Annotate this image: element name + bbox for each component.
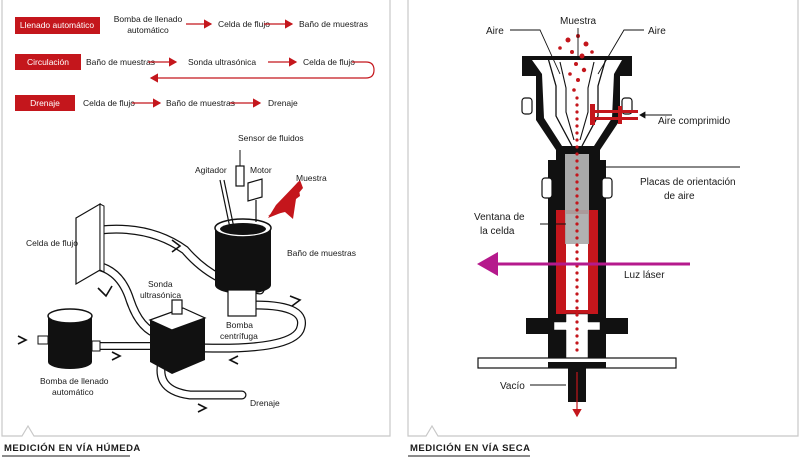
label-comprimido: Aire comprimido (658, 116, 731, 127)
label-agitador: Agitador (195, 165, 227, 175)
particle-dot (575, 96, 579, 100)
particle-dot (575, 250, 579, 254)
tag-drenaje-label: Drenaje (30, 98, 60, 108)
particle-dot (575, 110, 579, 114)
particle-dot (575, 117, 579, 121)
particle-dot (575, 159, 579, 163)
label-drenaje: Drenaje (250, 398, 280, 408)
step-drenaje: Drenaje Celda de flujo Baño de muestras … (15, 95, 298, 111)
label-ventana-2: la celda (480, 226, 515, 237)
left-panel: MEDICIÓN EN VÍA HÚMEDA (1, 0, 391, 457)
label-ventana-1: Ventana de (474, 212, 525, 223)
tag-circulacion-label: Circulación (27, 57, 69, 67)
particle-dot (575, 138, 579, 142)
particle-dot (575, 243, 579, 247)
stirrer (219, 179, 231, 229)
step2-item1: Baño de muestras (86, 57, 155, 67)
arrow-2-return (149, 61, 375, 83)
step1-item1a: Bomba de llenado (114, 14, 183, 24)
step1-item1b: automático (127, 25, 169, 35)
particle-dot (575, 124, 579, 128)
particle-cloud (558, 34, 594, 92)
dry-apparatus: Aire Muestra Aire Aire comprimido Placas… (474, 16, 740, 418)
step3-item2: Baño de muestras (166, 98, 235, 108)
label-bomba-2: centrífuga (220, 331, 258, 341)
particle-dot (575, 285, 579, 289)
tag-circulacion (15, 54, 81, 70)
tag-drenaje (15, 95, 75, 111)
particle-dot (575, 306, 579, 310)
particle-dot (575, 152, 579, 156)
particle-dot (575, 187, 579, 191)
particle-dot (575, 334, 579, 338)
particle-dot (575, 229, 579, 233)
particle-dot (575, 222, 579, 226)
step2-item3: Celda de flujo (303, 57, 355, 67)
label-vacio: Vacío (500, 381, 525, 392)
particle-dot (575, 278, 579, 282)
particle-dot (575, 271, 579, 275)
particle-dot (575, 131, 579, 135)
particle-dot (575, 180, 579, 184)
right-caption: MEDICIÓN EN VÍA SECA (410, 442, 531, 454)
particle-dot (575, 208, 579, 212)
particle-dot (575, 327, 579, 331)
step1-item2: Celda de flujo (218, 19, 270, 29)
particle-dot (575, 173, 579, 177)
air-nozzle (590, 104, 638, 125)
label-bomba-1: Bomba (226, 320, 253, 330)
label-muestra-dry: Muestra (560, 16, 597, 27)
flow-arrows (17, 239, 302, 413)
label-sensor: Sensor de fluidos (238, 133, 304, 143)
label-placas-2: de aire (664, 191, 695, 202)
ultrasonic-probe (148, 299, 207, 374)
particle-dot (575, 201, 579, 205)
step1-item3: Baño de muestras (299, 19, 368, 29)
particle-dot (575, 341, 579, 345)
label-placas-1: Placas de orientación (640, 177, 736, 188)
particle-dot (575, 166, 579, 170)
wet-apparatus: Sensor de fluidos Agitador Motor Muestra… (17, 133, 356, 413)
label-celda: Celda de flujo (26, 238, 78, 248)
flow-cell (75, 202, 105, 286)
label-llenado-2: automático (52, 387, 94, 397)
particle-dot (575, 103, 579, 107)
step-llenado: Llenado automático Bomba de llenado auto… (15, 14, 368, 35)
label-llenado-1: Bomba de llenado (40, 376, 109, 386)
particle-dot (575, 348, 579, 352)
label-sonda-1: Sonda (148, 279, 173, 289)
particle-dot (575, 313, 579, 317)
left-caption: MEDICIÓN EN VÍA HÚMEDA (4, 442, 141, 454)
step3-item1: Celda de flujo (83, 98, 135, 108)
label-bano: Baño de muestras (287, 248, 356, 258)
step2-item2: Sonda ultrasónica (188, 57, 256, 67)
particle-dot (575, 299, 579, 303)
particle-dot (575, 320, 579, 324)
label-sonda-2: ultrasónica (140, 290, 181, 300)
particle-dot (575, 194, 579, 198)
tag-llenado (15, 17, 100, 34)
particle-dot (575, 257, 579, 261)
label-aire-left: Aire (486, 26, 504, 37)
step-circulacion: Circulación Baño de muestras Sonda ultra… (15, 54, 375, 83)
particle-dot (575, 145, 579, 149)
filling-pump (37, 308, 101, 369)
fluid-sensor (235, 150, 245, 187)
motor (247, 178, 263, 222)
label-motor: Motor (250, 165, 272, 175)
particle-dot (575, 236, 579, 240)
particle-dot (575, 292, 579, 296)
label-muestra: Muestra (296, 173, 327, 183)
right-panel: MEDICIÓN EN VÍA SECA (407, 0, 799, 457)
label-laser: Luz láser (624, 270, 665, 281)
step3-item3: Drenaje (268, 98, 298, 108)
sample-bath (214, 218, 272, 317)
particle-stream (575, 96, 579, 352)
particle-dot (575, 215, 579, 219)
tag-llenado-label: Llenado automático (20, 20, 94, 30)
label-aire-right: Aire (648, 26, 666, 37)
